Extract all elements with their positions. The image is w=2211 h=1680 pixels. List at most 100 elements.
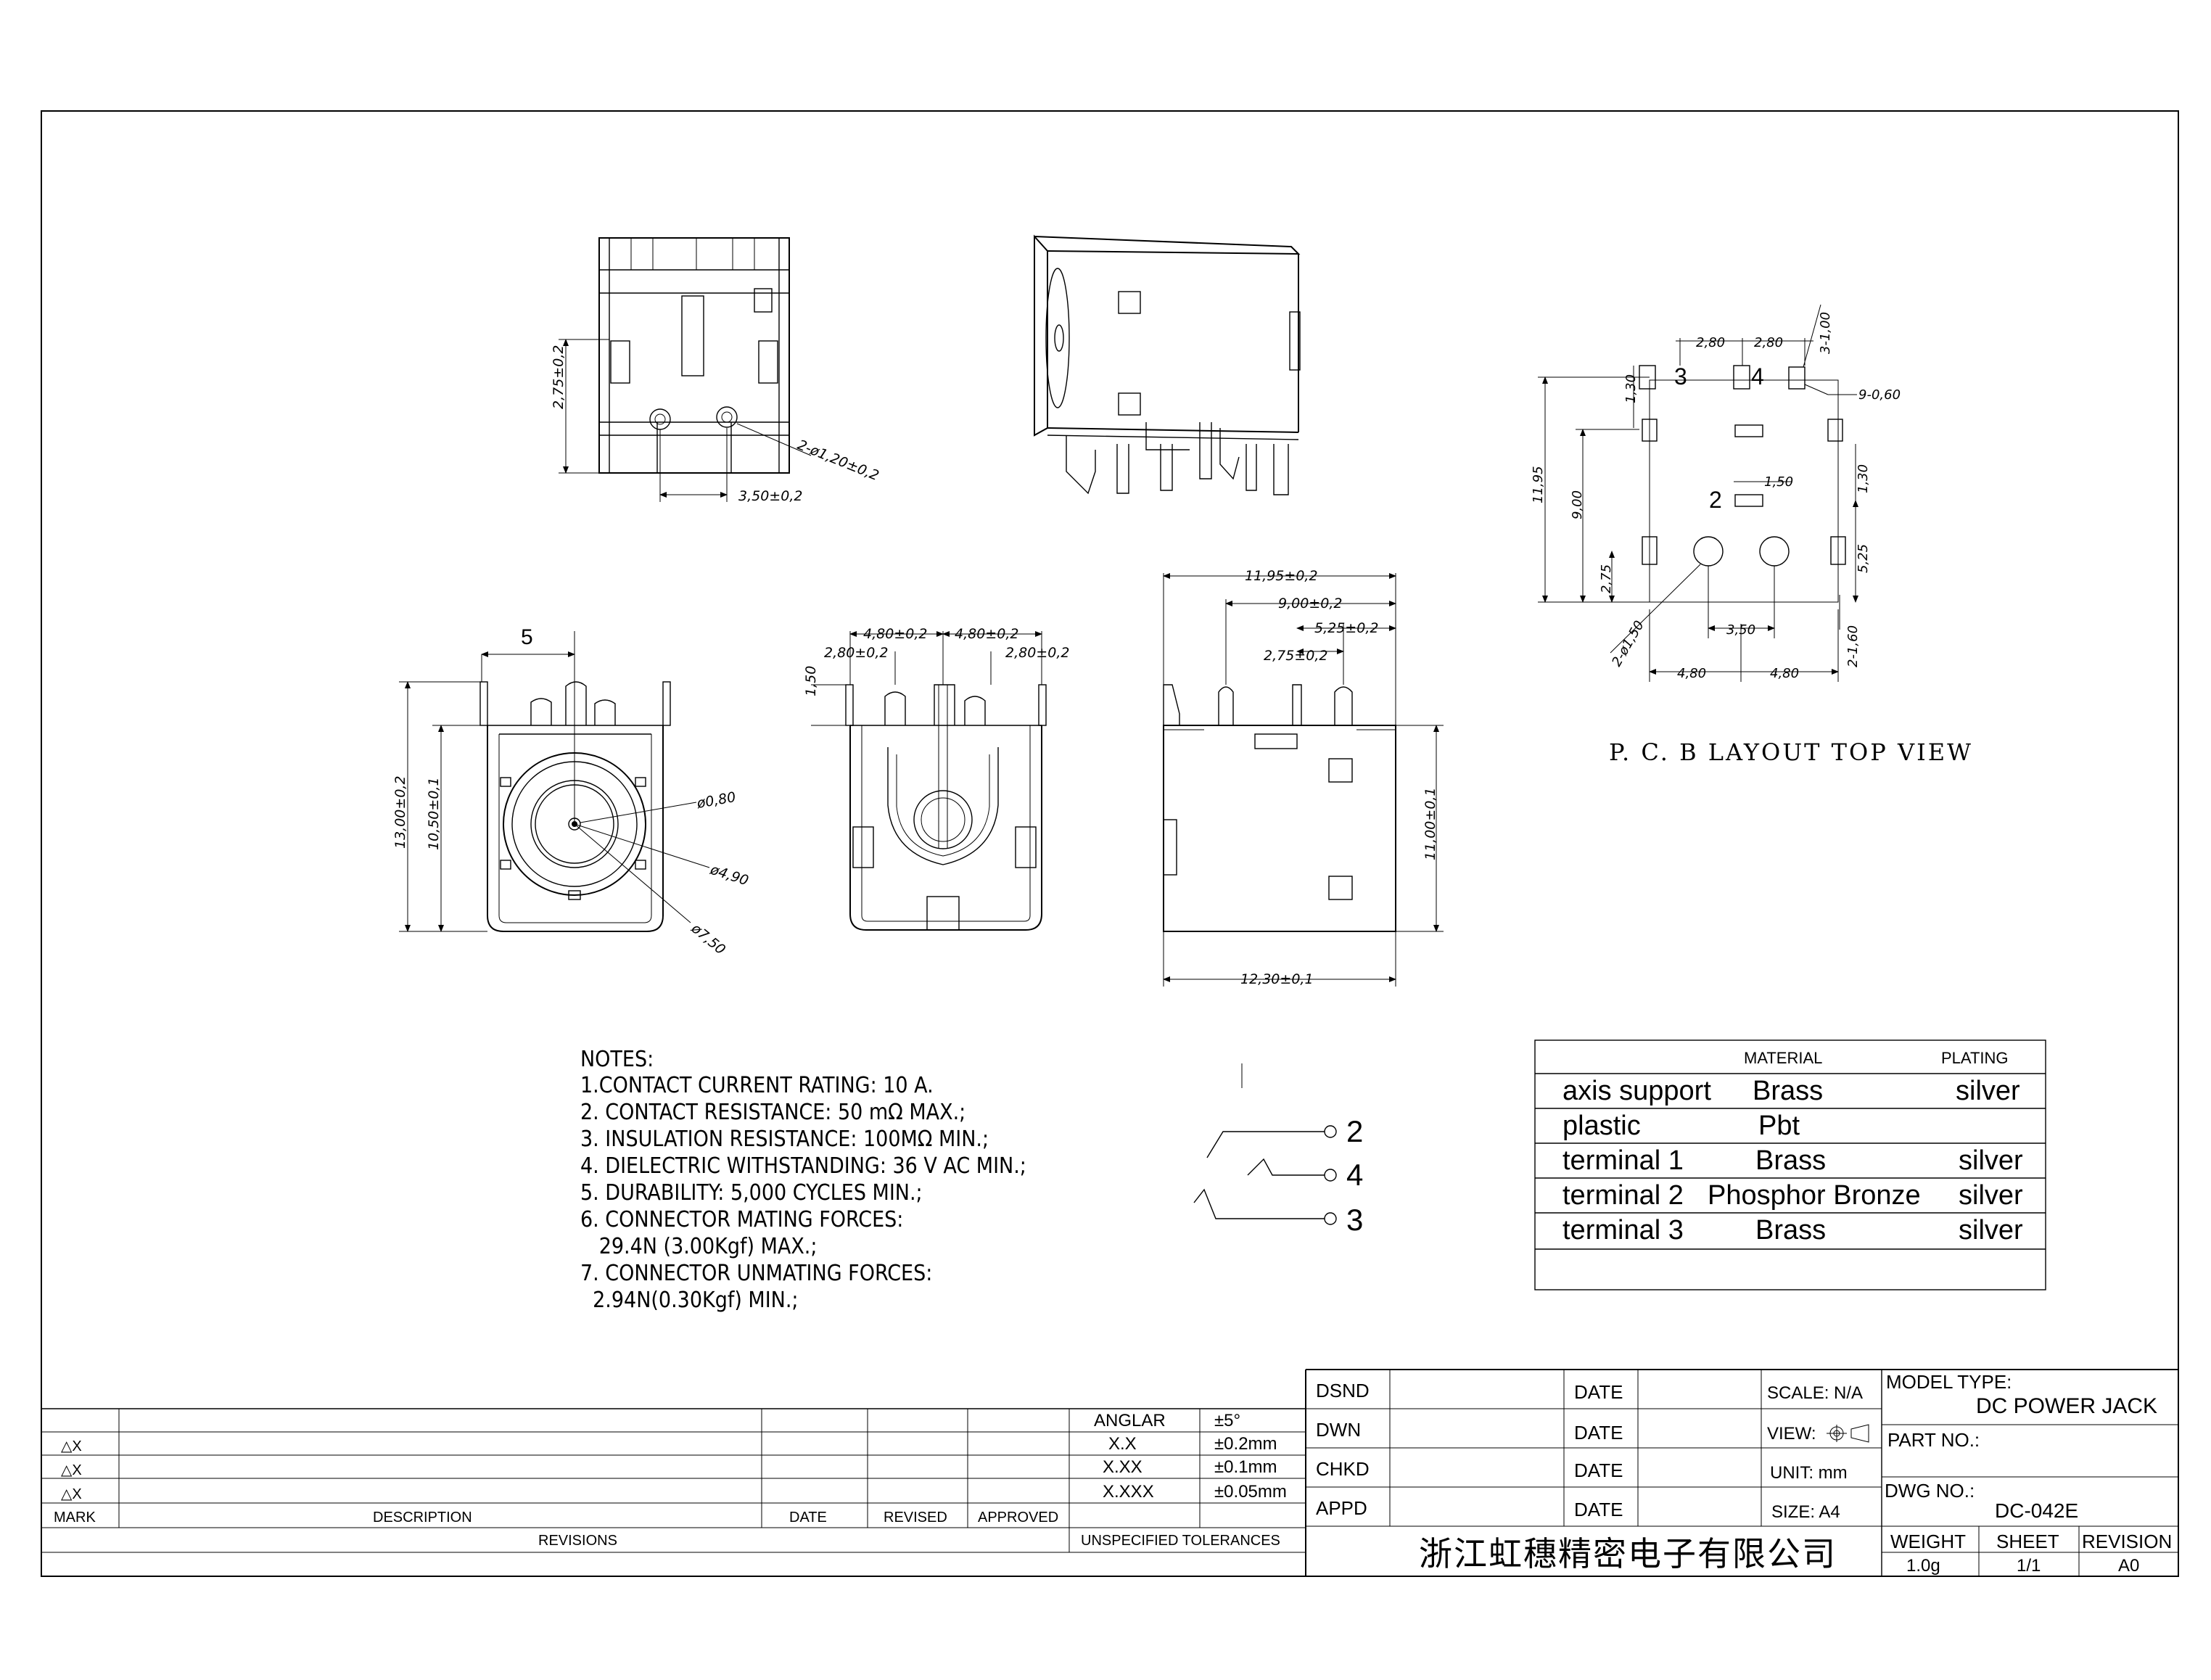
tolerance-label: X.XXX xyxy=(1103,1482,1154,1502)
sheet-border xyxy=(41,110,2179,1577)
material-row-part: plastic xyxy=(1562,1111,1641,1141)
note-line: 2. CONTACT RESISTANCE: 50 mΩ MAX.; xyxy=(580,1100,965,1125)
iso-view xyxy=(1034,234,1301,495)
weight-value: 1.0g xyxy=(1906,1556,1940,1576)
pcb-dim: 9,00 xyxy=(1570,490,1585,519)
view-label: VIEW: xyxy=(1767,1424,1816,1444)
revision-value: A0 xyxy=(2118,1556,2139,1576)
signoff-label: CHKD xyxy=(1316,1458,1370,1480)
sheet-value: 1/1 xyxy=(2017,1556,2041,1576)
top-dim-spacing: 3,50±0,2 xyxy=(738,488,802,504)
pcb-caption: P. C. B LAYOUT TOP VIEW xyxy=(1609,738,1973,766)
pcb-dim: 3-1,00 xyxy=(1818,312,1833,354)
projection-symbol-icon xyxy=(1827,1424,1869,1443)
front-dim-inner: ø4,90 xyxy=(708,862,751,889)
revisions-footer: REVISIONS xyxy=(538,1533,617,1549)
model-type-label: MODEL TYPE: xyxy=(1886,1371,2012,1393)
pcb-dim: 9-0,60 xyxy=(1858,387,1901,403)
pcb-dim: 2,75 xyxy=(1599,564,1614,593)
rear-view: 4,80±0,2 4,80±0,2 2,80±0,2 2,80±0,2 1,50 xyxy=(803,626,1069,931)
material-row-material: Brass xyxy=(1753,1076,1823,1106)
scale-label: SCALE: N/A xyxy=(1767,1383,1863,1403)
pcb-layout: 3 4 2 11,95 9,00 1,30 2,75 2,80 2,80 3-1… xyxy=(1531,304,1973,766)
material-row-material: Phosphor Bronze xyxy=(1708,1180,1921,1211)
front-dim-height: 13,00±0,2 xyxy=(392,775,408,849)
rear-dim: 4,80±0,2 xyxy=(955,626,1018,642)
pcb-dim: 2-1,60 xyxy=(1845,625,1861,667)
tolerance-value: ±5° xyxy=(1214,1411,1240,1430)
revision-col-date: DATE xyxy=(789,1510,827,1525)
revision-mark: △X xyxy=(61,1486,82,1502)
pcb-dim: 4,80 xyxy=(1677,666,1706,681)
top-view: 2,75±0,2 2-ø1,20±0,2 3,50±0,2 xyxy=(551,237,881,504)
notes-title: NOTES: xyxy=(580,1047,654,1072)
note-line: 29.4N (3.00Kgf) MAX.; xyxy=(580,1234,817,1259)
rear-dim: 4,80±0,2 xyxy=(863,626,927,642)
dwg-no-value: DC-042E xyxy=(1995,1499,2078,1522)
pcb-pin-label: 4 xyxy=(1751,363,1764,390)
pcb-dim: 2,80 xyxy=(1754,335,1783,350)
note-line: 1.CONTACT CURRENT RATING: 10 A. xyxy=(580,1073,934,1098)
material-table: MATERIAL PLATING axis support Brass silv… xyxy=(1534,1039,2046,1290)
schematic: 2 4 3 xyxy=(1193,1063,1363,1237)
material-row-part: terminal 2 xyxy=(1562,1180,1684,1211)
material-row-plating: silver xyxy=(1959,1145,2023,1176)
material-row-plating: silver xyxy=(1959,1215,2023,1245)
tolerance-label: ANGLAR xyxy=(1094,1411,1166,1430)
side-dim: 9,00±0,2 xyxy=(1278,596,1342,612)
note-line: 4. DIELECTRIC WITHSTANDING: 36 V AC MIN.… xyxy=(580,1153,1026,1179)
front-dim-outer: ø7,50 xyxy=(688,920,728,958)
pcb-dim: 11,95 xyxy=(1531,466,1546,503)
part-no-label: PART NO.: xyxy=(1887,1429,1980,1451)
tolerance-value: ±0.1mm xyxy=(1214,1457,1277,1477)
plating-header: PLATING xyxy=(1941,1049,2009,1067)
side-view: 11,95±0,2 9,00±0,2 5,25±0,2 2,75±0,2 11,… xyxy=(1163,568,1444,987)
tolerance-value: ±0.05mm xyxy=(1214,1482,1287,1502)
revision-mark: △X xyxy=(61,1462,82,1478)
side-dim: 2,75±0,2 xyxy=(1264,648,1327,664)
rear-dim: 2,80±0,2 xyxy=(824,645,888,661)
tolerance-value: ±0.2mm xyxy=(1214,1434,1277,1454)
front-view: 5 13,00±0,2 10,50±0,1 ø0,80 ø4,90 ø7,50 xyxy=(392,625,751,958)
front-dim-body: 10,50±0,1 xyxy=(426,777,442,850)
note-line: 3. INSULATION RESISTANCE: 100MΩ MIN.; xyxy=(580,1127,989,1152)
note-line: 2.94N(0.30Kgf) MIN.; xyxy=(580,1288,799,1313)
revision-mark: △X xyxy=(61,1438,82,1454)
pcb-pin-label: 2 xyxy=(1709,487,1722,513)
pcb-pin-label: 3 xyxy=(1674,363,1687,390)
note-line: 6. CONNECTOR MATING FORCES: xyxy=(580,1207,903,1232)
model-type-value: DC POWER JACK xyxy=(1976,1394,2157,1418)
side-dim: 11,00±0,1 xyxy=(1422,787,1438,860)
revision-col-approved: APPROVED xyxy=(978,1510,1058,1525)
material-row-part: axis support xyxy=(1562,1076,1711,1106)
side-dim: 5,25±0,2 xyxy=(1314,620,1378,636)
material-row-material: Pbt xyxy=(1758,1111,1800,1141)
signoff-date-label: DATE xyxy=(1574,1459,1623,1481)
weight-label: WEIGHT xyxy=(1890,1531,1966,1552)
rear-dim: 2,80±0,2 xyxy=(1005,645,1069,661)
sheet-label: SHEET xyxy=(1996,1531,2059,1552)
signoff-date-label: DATE xyxy=(1574,1381,1623,1403)
signoff-date-label: DATE xyxy=(1574,1422,1623,1444)
pcb-dim: 5,25 xyxy=(1856,544,1871,573)
dwg-no-label: DWG NO.: xyxy=(1885,1480,1975,1502)
notes: NOTES: 1.CONTACT CURRENT RATING: 10 A. 2… xyxy=(580,1047,1026,1313)
tolerance-label: X.XX xyxy=(1103,1457,1142,1477)
tolerances-footer: UNSPECIFIED TOLERANCES xyxy=(1081,1533,1280,1549)
material-row-part: terminal 3 xyxy=(1562,1215,1684,1245)
material-header: MATERIAL xyxy=(1744,1049,1822,1067)
signoff-label: DWN xyxy=(1316,1419,1361,1441)
rear-dim: 1,50 xyxy=(803,666,819,696)
revision-col-revised: REVISED xyxy=(884,1510,947,1525)
size-label: SIZE: A4 xyxy=(1771,1502,1840,1522)
side-dim: 11,95±0,2 xyxy=(1245,568,1318,584)
pcb-dim: 1,50 xyxy=(1764,474,1793,490)
pcb-dim: 4,80 xyxy=(1770,666,1799,681)
pcb-dim: 1,30 xyxy=(1623,374,1639,403)
tolerance-label: X.X xyxy=(1108,1434,1137,1454)
signoff-label: APPD xyxy=(1316,1497,1367,1519)
material-row-plating: silver xyxy=(1959,1180,2023,1211)
schematic-pin: 2 xyxy=(1346,1114,1363,1148)
top-dim-height: 2,75±0,2 xyxy=(551,345,567,409)
